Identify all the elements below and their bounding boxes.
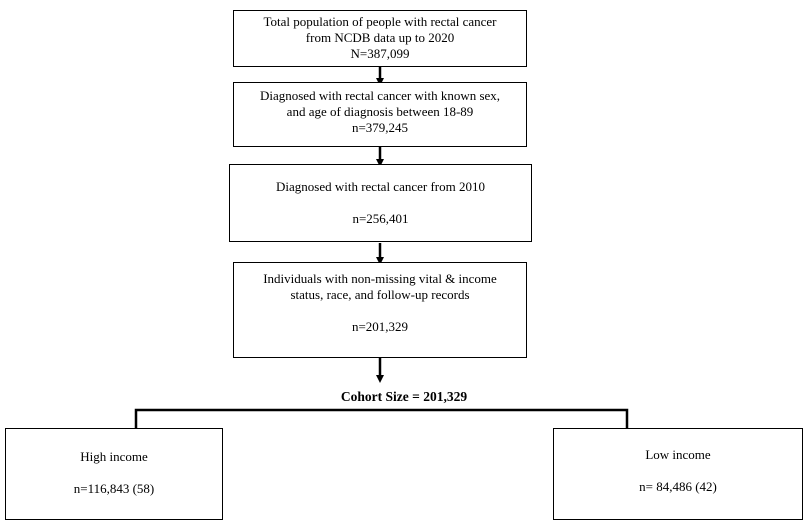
total-population-box: Total population of people with rectal c… <box>233 10 527 67</box>
known-sex-age-count: n=379,245 <box>351 120 409 135</box>
diagnosed-from-2010-line1: Diagnosed with rectal cancer from 2010 <box>275 179 485 194</box>
known-sex-age-line1: Diagnosed with rectal cancer with known … <box>259 88 501 103</box>
high-income-box: High income n=116,843 (58) <box>5 428 223 520</box>
high-income-label: High income <box>80 449 148 464</box>
low-income-count: n= 84,486 (42) <box>639 479 717 494</box>
total-population-line1: Total population of people with rectal c… <box>263 14 497 29</box>
diagnosed-from-2010-box: Diagnosed with rectal cancer from 2010 n… <box>229 164 532 242</box>
split-bracket <box>134 408 629 428</box>
cohort-size-label: Cohort Size = 201,329 <box>340 389 468 404</box>
non-missing-records-count: n=201,329 <box>351 319 409 334</box>
total-population-line2: from NCDB data up to 2020 <box>305 30 455 45</box>
known-sex-age-box: Diagnosed with rectal cancer with known … <box>233 82 527 147</box>
non-missing-records-line2: status, race, and follow-up records <box>290 287 470 302</box>
non-missing-records-box: Individuals with non-missing vital & inc… <box>233 262 527 358</box>
diagnosed-from-2010-count: n=256,401 <box>352 211 409 226</box>
low-income-box: Low income n= 84,486 (42) <box>553 428 803 520</box>
total-population-count: N=387,099 <box>350 46 410 61</box>
non-missing-records-line1: Individuals with non-missing vital & inc… <box>263 271 497 286</box>
high-income-count: n=116,843 (58) <box>73 481 155 496</box>
low-income-label: Low income <box>645 447 711 462</box>
known-sex-age-line2: and age of diagnosis between 18-89 <box>286 104 474 119</box>
